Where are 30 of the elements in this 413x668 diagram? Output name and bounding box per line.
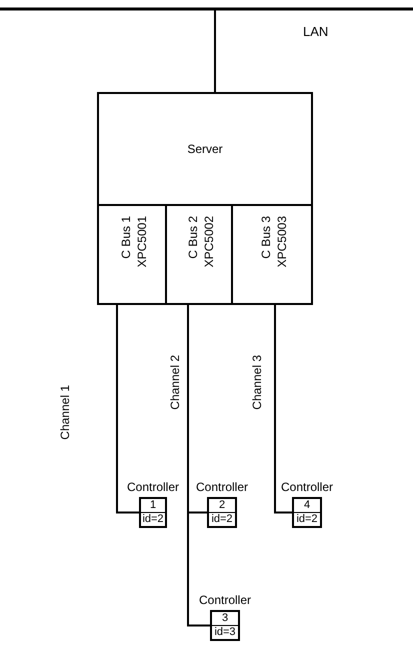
connector-line [187, 305, 210, 626]
model-label: XPC5003 [275, 216, 289, 268]
controller-id: id=2 [141, 512, 165, 526]
model-label: XPC5001 [135, 216, 149, 268]
server-box [97, 92, 313, 206]
bus-label: C Bus 2 [186, 216, 200, 259]
edge-label: Channel 1 [58, 385, 72, 440]
model-label: XPC5002 [202, 216, 216, 268]
controller-number: 1 [148, 499, 158, 512]
box-label: Server [187, 142, 223, 156]
bus-label: C Bus 3 [259, 216, 273, 259]
controller-heading: Controller [280, 480, 334, 494]
bus-card-box [231, 204, 313, 305]
connector-line [214, 9, 216, 92]
bus-card-box [97, 204, 167, 305]
connector-line [116, 305, 139, 514]
controller-id: id=2 [209, 512, 235, 526]
network-label: LAN [303, 24, 328, 39]
controller-number: 3 [220, 612, 230, 625]
edge-label: Channel 3 [250, 355, 264, 410]
edge-label: Channel 2 [168, 355, 182, 410]
controller-number: 2 [218, 499, 226, 512]
controller-heading: Controller [198, 593, 252, 607]
controller-id: id=3 [212, 625, 238, 639]
controller-number: 4 [302, 499, 312, 512]
connector-line [274, 305, 292, 514]
controller-heading: Controller [196, 480, 248, 494]
controller-id: id=2 [294, 512, 320, 526]
bus-label: C Bus 1 [119, 216, 133, 259]
controller-heading: Controller [126, 480, 180, 494]
